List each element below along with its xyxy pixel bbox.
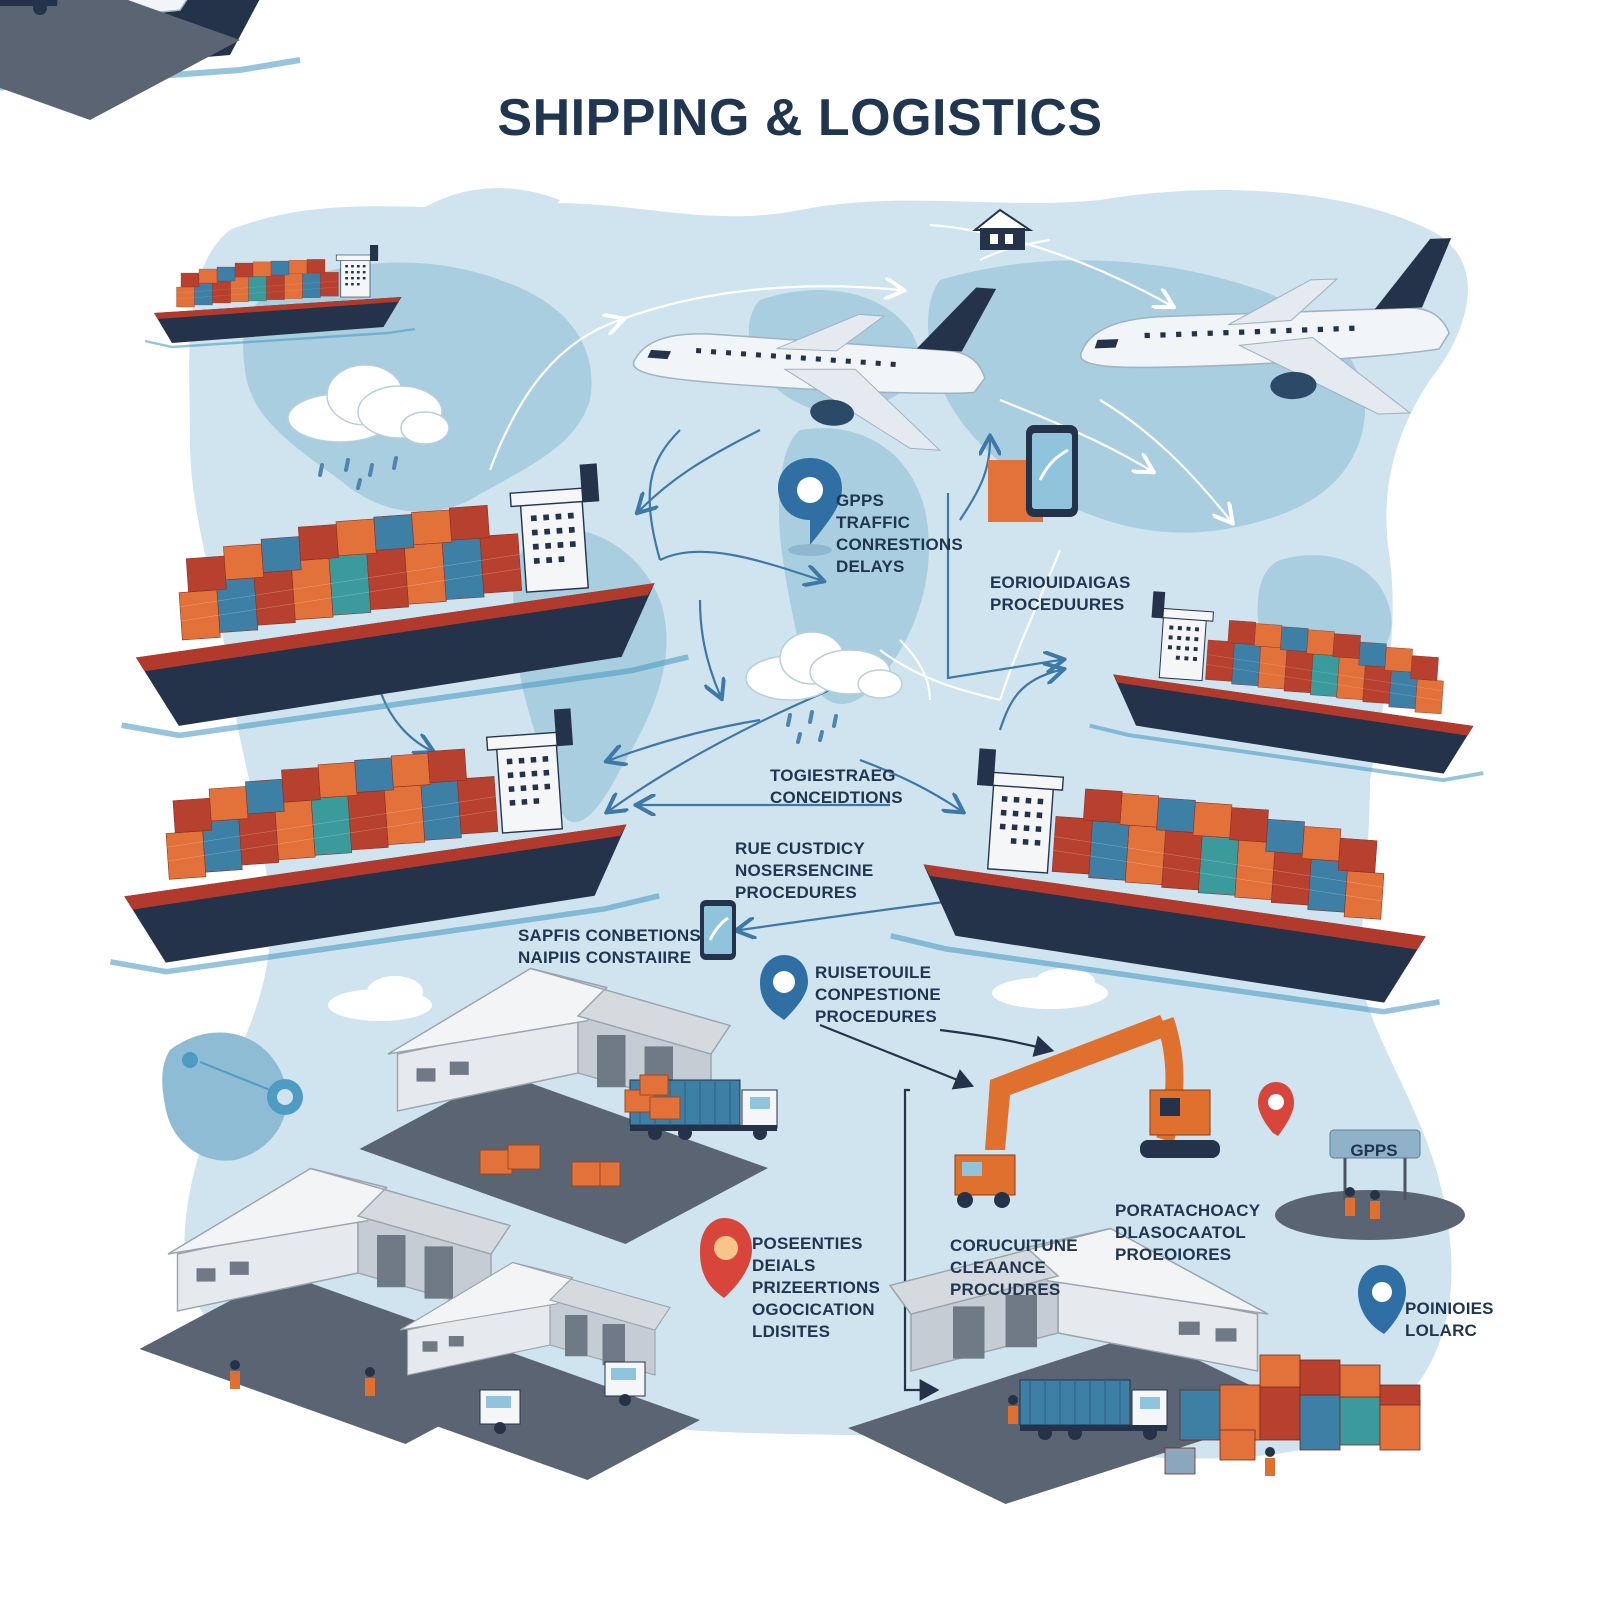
label-line: PROEOIORES xyxy=(1115,1245,1232,1264)
smartphone-icon xyxy=(700,900,736,960)
page-title: SHIPPING & LOGISTICS xyxy=(497,89,1103,147)
crane-icon xyxy=(954,1015,1220,1208)
label-line: DELAYS xyxy=(836,557,905,576)
gps-sign-label: GPPS xyxy=(1350,1141,1398,1160)
label-line: POINIOIES xyxy=(1405,1299,1494,1318)
label-poratachoacy: PORATACHOACY DLASOCAATOL PROEOIORES xyxy=(1115,1200,1260,1266)
label-line: RUISETOUILE xyxy=(815,963,932,982)
worker-figures xyxy=(230,1187,1380,1476)
label-line: CORUCUITUNE xyxy=(950,1236,1078,1255)
label-customs-procedures: RUE CUSTDICY NOSERSENCINE PROCEDURES xyxy=(735,838,873,904)
label-line: DLASOCAATOL xyxy=(1115,1223,1246,1242)
cargo-crates xyxy=(479,1074,681,1187)
warehouse-icon xyxy=(0,0,240,120)
label-line: OGOCICATION xyxy=(752,1300,875,1319)
cloud-icon xyxy=(328,968,1108,1021)
label-line: POSEENTIES xyxy=(752,1234,863,1253)
truck-icon xyxy=(479,1361,646,1434)
label-line: PORATACHOACY xyxy=(1115,1201,1261,1220)
route-arrows xyxy=(378,223,1230,1401)
smartphone-icon xyxy=(988,425,1078,522)
location-pin-icon xyxy=(700,1218,752,1298)
label-ruisetouile: RUISETOUILE CONPESTIONE PROCEDURES xyxy=(815,962,941,1028)
label-line: EORIOUIDAIGAS xyxy=(990,573,1131,592)
label-line: NAIPIIS CONSTAIIRE xyxy=(518,948,692,967)
location-pin-icon xyxy=(760,955,808,1020)
location-pin-icon xyxy=(778,458,842,556)
label-line: NOSERSENCINE xyxy=(735,861,874,880)
map-top-tail xyxy=(420,188,560,225)
label-procedures-top: EORIOUIDAIGAS PROCEDUURES xyxy=(990,572,1131,616)
label-clearance-procedures: CORUCUITUNE CLEAANCE PROCUDRES xyxy=(950,1235,1078,1301)
label-line: SAPFIS CONBETIONS xyxy=(518,926,701,945)
label-line: PROCEDUURES xyxy=(990,595,1125,614)
label-line: PROCEDURES xyxy=(735,883,857,902)
location-pin-icon xyxy=(1258,1082,1294,1136)
house-icon xyxy=(972,208,1034,250)
globe-icon xyxy=(182,1052,303,1115)
truck-icon xyxy=(0,0,58,15)
label-line: TRAFFIC xyxy=(836,513,911,532)
label-traffic-delays: GPPS TRAFFIC CONRESTIONS DELAYS xyxy=(836,490,963,578)
cloud-icon xyxy=(745,631,903,744)
label-sapfis-conbetions: SAPFIS CONBETIONS NAIPIIS CONSTAIIRE xyxy=(518,925,701,969)
container-stack xyxy=(1164,1354,1421,1475)
label-line: LOLARC xyxy=(1405,1321,1478,1340)
label-line: PROCEDURES xyxy=(815,1007,937,1026)
label-conditions-mid: TOGIESTRAEG CONCEIDTIONS xyxy=(770,765,903,809)
label-line: RUE CUSTDICY xyxy=(735,839,865,858)
label-line: CONPESTIONE xyxy=(815,985,941,1004)
label-poinioies: POINIOIES LOLARC xyxy=(1405,1298,1494,1342)
location-pin-icon xyxy=(1358,1265,1406,1334)
label-poseenties: POSEENTIES DEIALS PRIZEERTIONS OGOCICATI… xyxy=(752,1233,880,1343)
label-line: PROCUDRES xyxy=(950,1280,1061,1299)
label-line: PRIZEERTIONS xyxy=(752,1278,881,1297)
label-line: CONRESTIONS xyxy=(836,535,963,554)
label-line: DEIALS xyxy=(752,1256,816,1275)
label-line: TOGIESTRAEG xyxy=(770,766,896,785)
label-line: GPPS xyxy=(836,491,885,510)
label-line: LDISITES xyxy=(752,1322,831,1341)
label-line: CONCEIDTIONS xyxy=(770,788,903,807)
cloud-icon xyxy=(287,364,450,490)
label-line: CLEAANCE xyxy=(950,1258,1047,1277)
